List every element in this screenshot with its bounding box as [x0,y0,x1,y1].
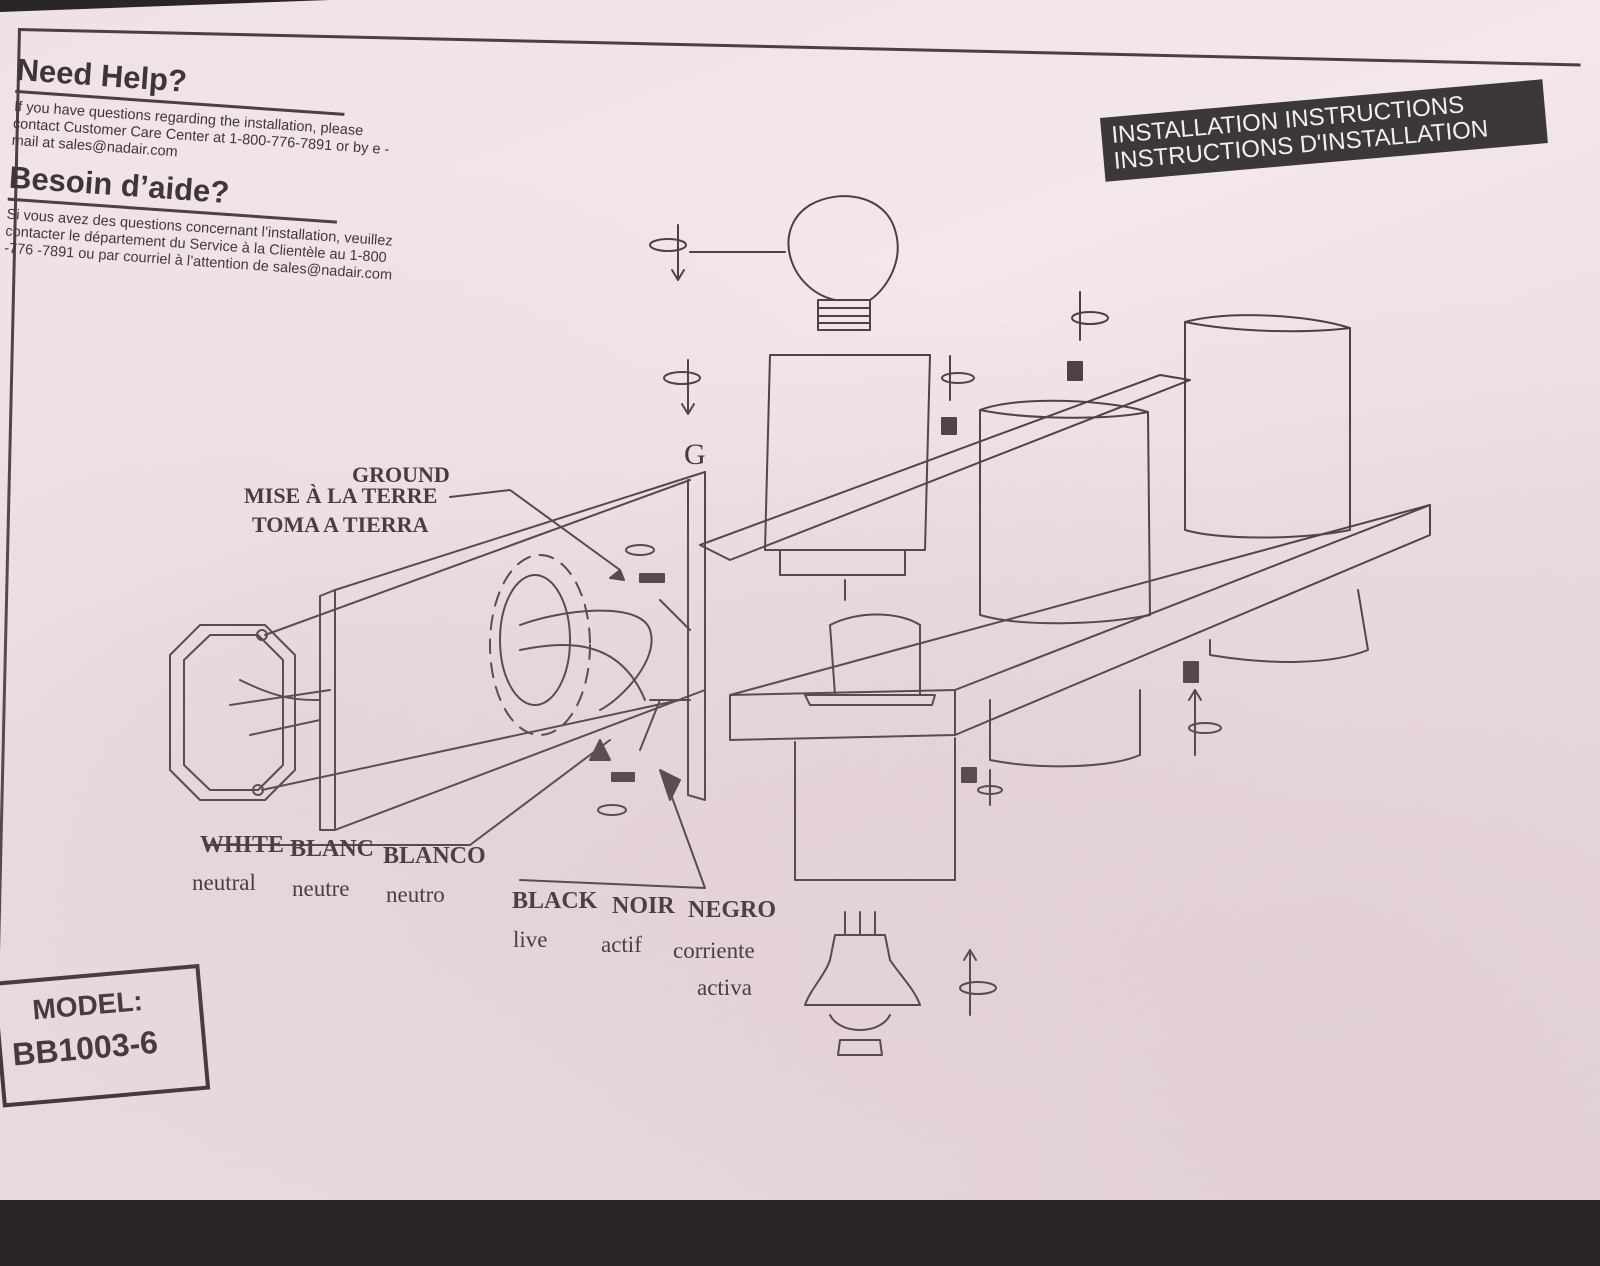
label-blanco: BLANCO [383,843,486,869]
installation-diagram [169,195,1431,1056]
ground-marker: G [684,438,706,471]
label-neutre: neutre [292,876,350,901]
junction-box [169,624,331,801]
label-negro: NEGRO [688,897,777,923]
wall-plate [319,471,706,831]
instruction-sheet [0,0,1600,1200]
label-blanc: BLANC [290,836,375,862]
label-neutral: neutral [192,870,256,895]
label-black: BLACK [512,888,598,914]
glass-shade [764,354,931,601]
label-activa: activa [697,975,752,1000]
screw-icon [611,361,1199,783]
model-box: MODEL: BB1003-6 [0,963,211,1108]
leader-lines [204,489,706,889]
label-noir: NOIR [612,893,675,919]
label-ground-fr: MISE À LA TERRE [244,483,438,508]
model-number: BB1003-6 [10,1023,160,1073]
model-label: MODEL: [31,985,144,1026]
wires [261,479,691,791]
label-actif: actif [601,932,642,957]
label-white: WHITE [200,832,285,858]
label-neutro: neutro [386,882,445,907]
fixture-bar [699,374,1431,881]
cylinder-shade [979,314,1369,768]
label-ground: GROUND [352,462,450,487]
gu10-bulb-icon [804,911,921,1056]
bulb-icon [689,195,899,331]
rotation-arrow-icon [597,224,1222,1016]
label-ground-es: TOMA A TIERRA [252,512,429,537]
label-corriente: corriente [673,938,755,963]
label-live: live [513,927,548,952]
